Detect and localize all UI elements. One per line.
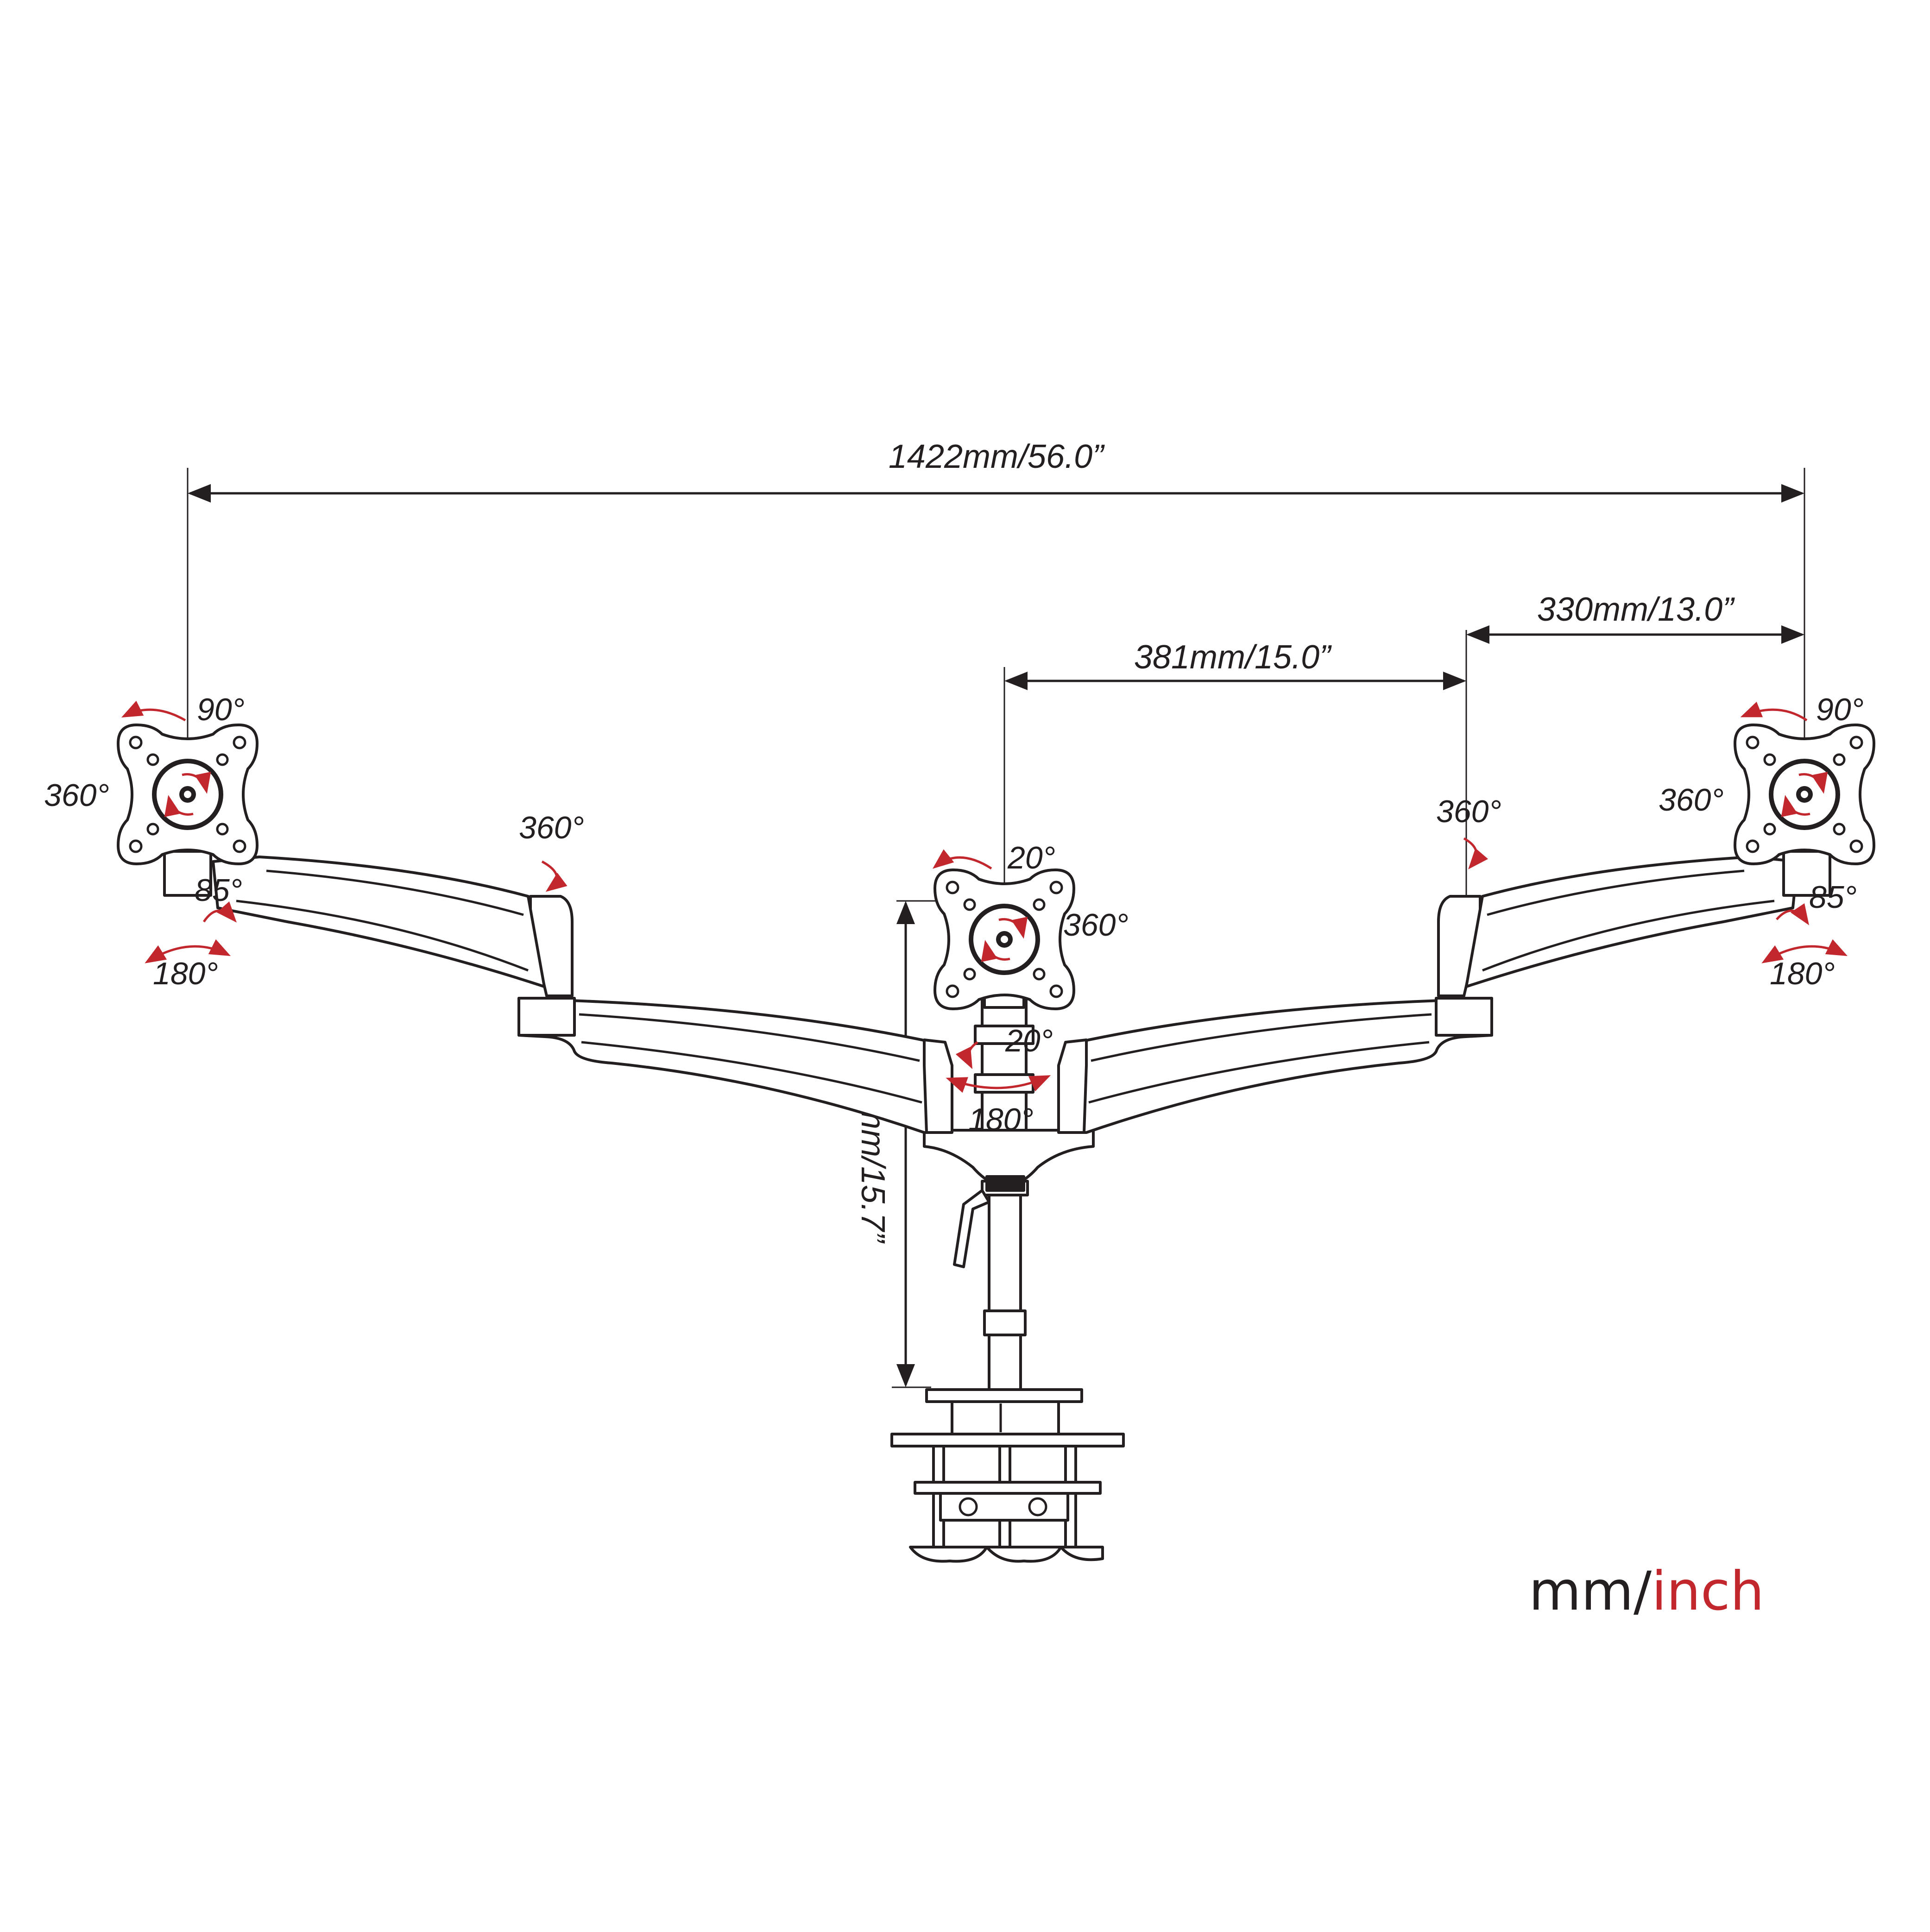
left-swivel-label: 85°: [195, 873, 242, 908]
center-tilt-lower-arrow: [955, 1041, 978, 1070]
right-swivel-arrow: [1776, 903, 1809, 925]
left-pan-label: 180°: [153, 956, 218, 991]
right-tilt-label: 90°: [1816, 692, 1864, 727]
center-tilt-label: 20°: [1007, 840, 1055, 875]
right-rotate-label: 360°: [1659, 782, 1724, 818]
right-outer-arm: [1435, 856, 1799, 1037]
motion-arrows: [121, 700, 1848, 1093]
left-swivel-arrow: [202, 901, 237, 923]
right-pan-arrow: [1761, 939, 1848, 963]
left-joint-arrow: [541, 860, 568, 892]
right-head-connector: [1782, 850, 1831, 897]
right-tilt-arrow: [1740, 701, 1808, 722]
right-inner-arm: [1057, 997, 1493, 1134]
left-tilt-label: 90°: [197, 692, 245, 727]
units-legend-secondary: inch: [1652, 1560, 1764, 1623]
units-legend: mm/inch: [1529, 1560, 1764, 1623]
right-pan-label: 180°: [1770, 956, 1835, 991]
right-vesa-plate: [1735, 725, 1874, 864]
center-reach-label: 381mm/15.0”: [1134, 639, 1332, 676]
right-joint-label: 360°: [1436, 794, 1501, 829]
height-lever: [953, 1189, 990, 1268]
right-swivel-label: 85°: [1809, 880, 1857, 915]
center-rotate-label: 360°: [1063, 907, 1129, 943]
pole: [953, 1180, 1029, 1391]
left-vesa-plate: [118, 725, 257, 864]
center-pan-arrow: [946, 1075, 1051, 1093]
center-tilt-arrow: [932, 849, 992, 870]
left-inner-arm: [517, 997, 953, 1134]
total-width-label: 1422mm/56.0”: [889, 438, 1105, 475]
center-tilt-lower-label: 20°: [1005, 1023, 1053, 1058]
center-vesa-plate: [935, 870, 1074, 1009]
center-pan-label: 180°: [968, 1102, 1034, 1137]
left-joint-label: 360°: [519, 810, 584, 845]
left-rotate-label: 360°: [44, 778, 109, 813]
units-legend-primary: mm/: [1529, 1560, 1652, 1623]
rotation-labels: 90° 360° 85° 180° 360° 20° 360° 20° 180°…: [44, 692, 1864, 1137]
right-joint-arrow: [1463, 837, 1488, 869]
dimension-lines: 1422mm/56.0” 381mm/15.0” 330mm/13.0” 400…: [187, 438, 1805, 1388]
left-head-connector: [163, 850, 212, 897]
left-outer-arm: [212, 856, 576, 1037]
desk-clamp: [890, 1388, 1125, 1563]
outer-reach-label: 330mm/13.0”: [1537, 591, 1735, 628]
left-tilt-arrow: [121, 700, 186, 722]
left-pan-arrow: [145, 939, 231, 963]
